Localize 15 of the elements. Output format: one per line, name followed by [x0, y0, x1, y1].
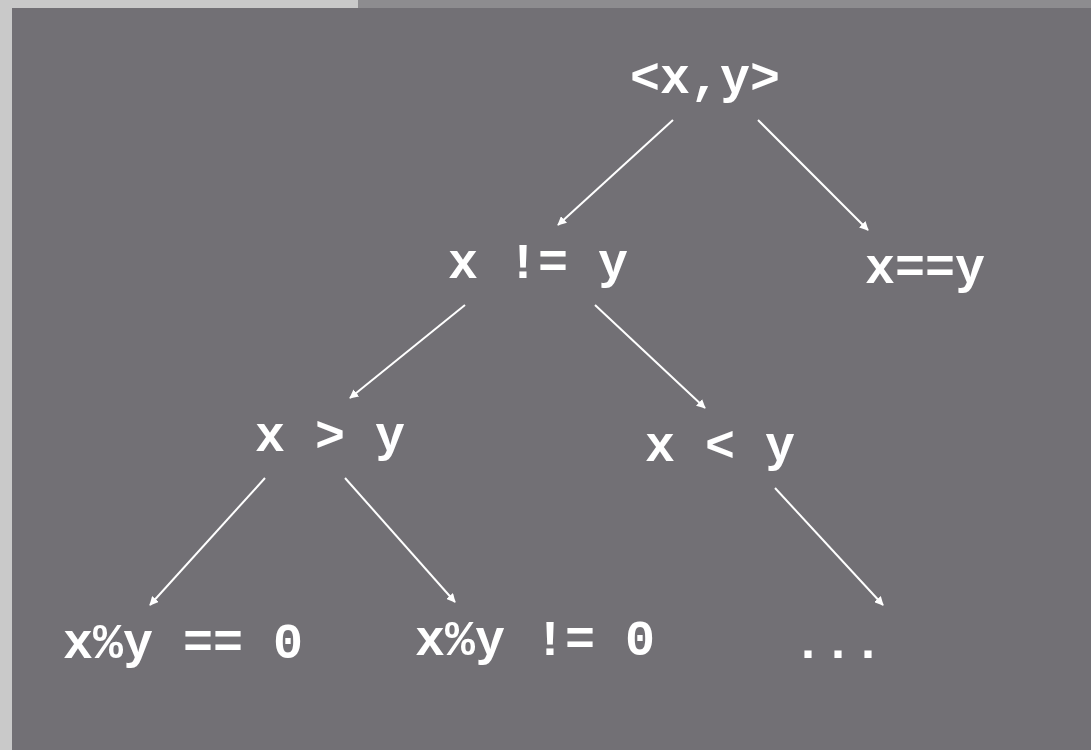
- node-label: x%y == 0: [59, 605, 307, 685]
- arrow: [344, 477, 456, 603]
- node-label: <x,y>: [626, 40, 784, 120]
- node-label: x%y != 0: [411, 602, 659, 682]
- arrow: [349, 304, 466, 399]
- node-label: ...: [789, 605, 887, 685]
- arrow: [557, 119, 674, 226]
- arrow: [774, 487, 884, 606]
- node-label: x > y: [251, 398, 409, 478]
- arrow: [757, 119, 869, 231]
- node-label: x==y: [861, 230, 989, 310]
- arrow: [594, 304, 706, 409]
- arrow: [149, 477, 266, 606]
- node-label: x != y: [444, 225, 632, 305]
- node-label: x < y: [641, 408, 799, 488]
